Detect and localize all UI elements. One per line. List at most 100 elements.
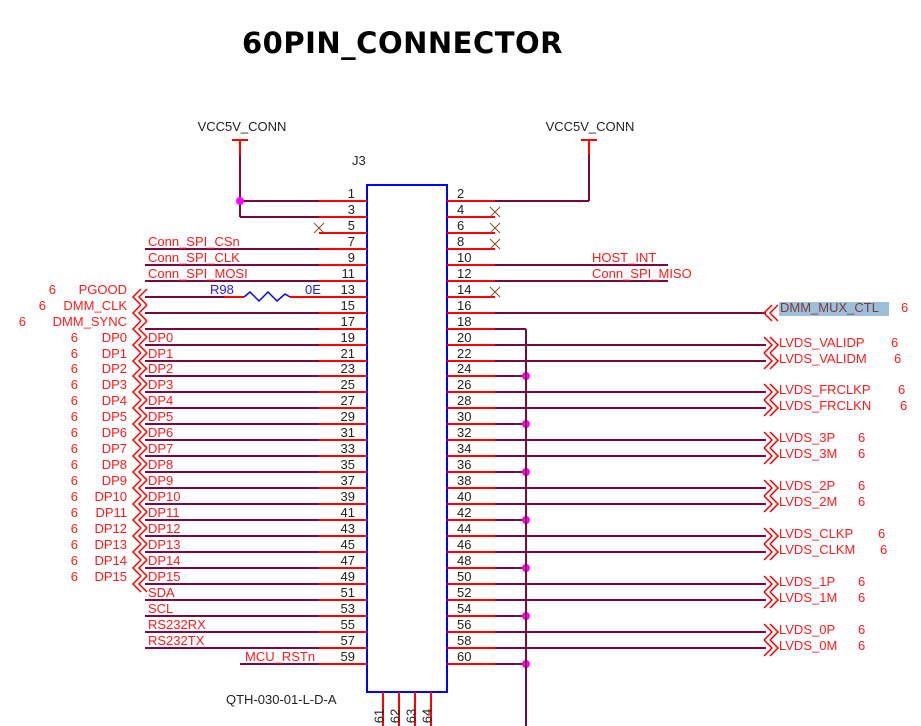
offpage-connector-icon	[763, 352, 774, 370]
offpage-label: DP13	[94, 537, 127, 552]
offpage-connector-icon	[769, 495, 780, 513]
offpage-connector-icon	[137, 479, 148, 497]
offpage-sheet-ref: 6	[39, 298, 46, 313]
offpage-connector-icon	[131, 511, 142, 529]
pin-number-22: 22	[457, 346, 471, 361]
offpage-sheet-ref: 6	[891, 335, 898, 350]
pin-number-4: 4	[457, 202, 464, 217]
pin-number-25: 25	[341, 377, 355, 392]
pin-number-28: 28	[457, 393, 471, 408]
pin-number-55: 55	[341, 617, 355, 632]
pin-number-58: 58	[457, 633, 471, 648]
pin-number-48: 48	[457, 553, 471, 568]
offpage-label: DMM_MUX_CTL	[780, 300, 879, 315]
offpage-connector-icon	[131, 543, 142, 561]
offpage-sheet-ref: 6	[71, 521, 78, 536]
pin-number-57: 57	[341, 633, 355, 648]
offpage-sheet-ref: 6	[71, 569, 78, 584]
offpage-label: LVDS_2P	[779, 478, 835, 493]
offpage-connector-icon	[769, 383, 780, 401]
pin-number-13: 13	[341, 282, 355, 297]
pin-number-23: 23	[341, 361, 355, 376]
offpage-connector-icon	[763, 527, 774, 545]
net-label: DP0	[148, 330, 173, 345]
refdes-label: J3	[352, 153, 366, 168]
offpage-label: DP2	[102, 361, 127, 376]
net-label: HOST_INT	[592, 250, 656, 265]
resistor-refdes: R98	[210, 282, 234, 297]
power-label: VCC5V_CONN	[198, 119, 287, 134]
pin-number-39: 39	[341, 489, 355, 504]
offpage-label: DP4	[102, 393, 127, 408]
pin-number-32: 32	[457, 425, 471, 440]
offpage-label: DP5	[102, 409, 127, 424]
offpage-sheet-ref: 6	[858, 622, 865, 637]
pin-number-2: 2	[457, 186, 464, 201]
offpage-connector-icon	[763, 639, 774, 657]
net-label: DP6	[148, 425, 173, 440]
pin-number-6: 6	[457, 218, 464, 233]
net-label: Conn_SPI_CLK	[148, 250, 240, 265]
net-label: DP11	[148, 505, 180, 520]
bottom-pin-number: 62	[387, 709, 402, 723]
offpage-connector-icon	[763, 479, 774, 497]
net-label: DP9	[148, 473, 173, 488]
pin-number-53: 53	[341, 601, 355, 616]
pin-number-20: 20	[457, 330, 471, 345]
offpage-label: LVDS_VALIDP	[779, 335, 865, 350]
offpage-connector-icon	[763, 336, 774, 354]
junction-dot	[236, 197, 244, 205]
offpage-connector-icon	[131, 495, 142, 513]
bottom-pin-number: 64	[419, 709, 434, 723]
pin-number-29: 29	[341, 409, 355, 424]
offpage-label: LVDS_2M	[779, 494, 837, 509]
pin-number-38: 38	[457, 473, 471, 488]
offpage-connector-icon	[131, 336, 142, 354]
offpage-sheet-ref: 6	[878, 526, 885, 541]
offpage-connector-icon	[137, 336, 148, 354]
offpage-connector-icon	[131, 304, 142, 322]
net-label: DP10	[148, 489, 181, 504]
offpage-sheet-ref: 6	[71, 505, 78, 520]
offpage-connector-icon	[131, 479, 142, 497]
offpage-sheet-ref: 6	[901, 300, 908, 315]
offpage-connector-icon	[131, 352, 142, 370]
pin-number-3: 3	[348, 202, 355, 217]
offpage-connector-icon	[137, 352, 148, 370]
pin-number-10: 10	[457, 250, 471, 265]
offpage-connector-icon	[769, 527, 780, 545]
net-label: DP2	[148, 361, 173, 376]
pin-number-54: 54	[457, 601, 471, 616]
offpage-sheet-ref: 6	[900, 398, 907, 413]
pin-number-21: 21	[341, 346, 355, 361]
offpage-sheet-ref: 6	[71, 330, 78, 345]
pin-number-37: 37	[341, 473, 355, 488]
nc-marker	[489, 286, 501, 298]
pin-number-12: 12	[457, 266, 471, 281]
power-label: VCC5V_CONN	[546, 119, 635, 134]
offpage-label: LVDS_CLKM	[779, 542, 855, 557]
pin-number-50: 50	[457, 569, 471, 584]
offpage-connector-icon	[763, 591, 774, 609]
offpage-label: DP8	[102, 457, 127, 472]
offpage-sheet-ref: 6	[71, 489, 78, 504]
pin-number-49: 49	[341, 569, 355, 584]
offpage-connector-icon	[769, 623, 780, 641]
offpage-connector-icon	[131, 463, 142, 481]
offpage-label: DP10	[94, 489, 127, 504]
pin-number-17: 17	[341, 314, 355, 329]
net-label: DP12	[148, 521, 181, 536]
part-number-label: QTH-030-01-L-D-A	[226, 692, 337, 707]
offpage-label: LVDS_3P	[779, 430, 835, 445]
net-label: DP14	[148, 553, 181, 568]
offpage-label: LVDS_0M	[779, 638, 837, 653]
pin-number-52: 52	[457, 585, 471, 600]
net-label: DP1	[148, 346, 173, 361]
offpage-connector-icon	[137, 431, 148, 449]
offpage-connector-icon	[769, 431, 780, 449]
offpage-sheet-ref: 6	[858, 446, 865, 461]
offpage-connector-icon	[131, 431, 142, 449]
pin-number-60: 60	[457, 649, 471, 664]
pin-number-27: 27	[341, 393, 355, 408]
offpage-connector-icon	[137, 511, 148, 529]
